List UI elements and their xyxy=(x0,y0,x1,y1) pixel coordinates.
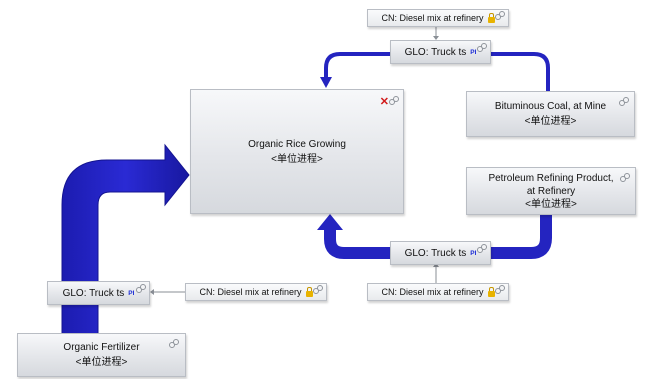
process-diesel-bottom[interactable]: CN: Diesel mix at refinery xyxy=(367,283,509,301)
process-petroleum-refining[interactable]: Petroleum Refining Product, at Refinery … xyxy=(466,167,636,215)
chain-link-icon xyxy=(477,244,489,254)
process-subtitle: <单位进程> xyxy=(525,199,577,210)
chain-link-icon xyxy=(495,285,507,295)
chain-link-icon xyxy=(313,285,325,295)
flow-line-truck-top xyxy=(324,52,390,78)
process-diesel-top[interactable]: CN: Diesel mix at refinery xyxy=(367,9,509,27)
transport-truck-left[interactable]: GLO: Truck ts PI xyxy=(47,281,150,305)
transport-label: GLO: Truck ts xyxy=(62,287,125,299)
chain-link-icon xyxy=(495,11,507,21)
lock-icon xyxy=(487,287,495,297)
chain-link-icon xyxy=(477,43,489,53)
process-subtitle: <单位进程> xyxy=(524,116,577,127)
close-icon[interactable]: ✕ xyxy=(379,96,389,108)
process-subtitle: <单位进程> xyxy=(271,153,323,165)
parameter-icon: PI xyxy=(128,289,135,297)
lock-icon xyxy=(487,13,495,23)
process-bituminous-coal[interactable]: Bituminous Coal, at Mine <单位进程> xyxy=(466,91,635,137)
process-organic-fertilizer[interactable]: Organic Fertilizer <单位进程> xyxy=(17,333,186,377)
process-subtitle: <单位进程> xyxy=(75,357,128,368)
flow-line-truck-right xyxy=(324,228,390,259)
connector-arrowhead-diesel-top xyxy=(433,36,439,40)
process-title: Organic Rice Growing xyxy=(248,138,346,150)
process-diesel-left[interactable]: CN: Diesel mix at refinery xyxy=(185,283,327,301)
transport-label: GLO: Truck ts xyxy=(404,247,467,259)
process-label: CN: Diesel mix at refinery xyxy=(381,287,484,297)
process-label: CN: Diesel mix at refinery xyxy=(381,13,484,23)
process-label: CN: Diesel mix at refinery xyxy=(199,287,302,297)
parameter-icon: PI xyxy=(470,48,477,56)
flow-arrowhead-top xyxy=(320,77,332,88)
process-title-line1: Petroleum Refining Product, xyxy=(488,173,614,184)
flow-line-petroleum xyxy=(490,215,552,259)
process-title-line2: at Refinery xyxy=(526,186,576,197)
chain-link-icon xyxy=(169,339,181,349)
transport-truck-top[interactable]: GLO: Truck ts PI xyxy=(390,40,491,64)
chain-link-icon xyxy=(620,173,632,183)
flow-line-coal xyxy=(491,52,550,91)
flow-arrowhead-right xyxy=(317,214,343,230)
transport-label: GLO: Truck ts xyxy=(404,46,467,58)
connector-arrowhead-diesel-left xyxy=(150,289,154,295)
chain-link-icon xyxy=(389,96,401,106)
connector-arrowhead-diesel-bottom xyxy=(433,263,439,267)
chain-link-icon xyxy=(136,284,148,294)
transport-truck-right[interactable]: GLO: Truck ts PI xyxy=(390,241,491,265)
process-title: Bituminous Coal, at Mine xyxy=(494,101,607,112)
process-organic-rice-growing[interactable]: Organic Rice Growing <单位进程> ✕ xyxy=(190,89,404,214)
process-title: Organic Fertilizer xyxy=(63,342,140,353)
lock-icon xyxy=(305,287,313,297)
chain-link-icon xyxy=(619,97,631,107)
flow-arrow-fertilizer xyxy=(61,143,190,336)
parameter-icon: PI xyxy=(470,249,477,257)
